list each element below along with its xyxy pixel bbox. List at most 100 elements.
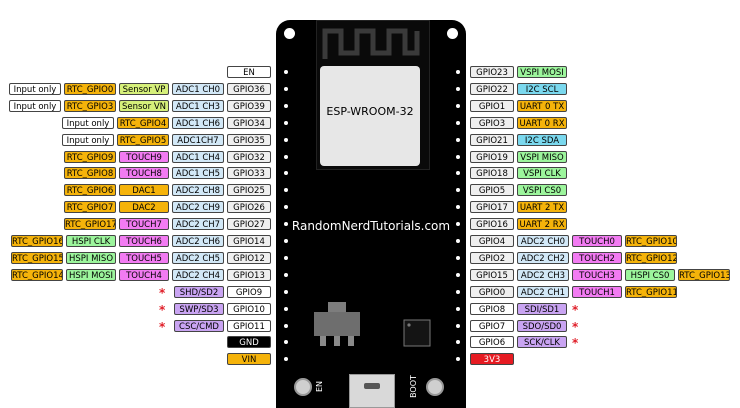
right-pin-label-2-1: UART 0 TX (517, 99, 567, 112)
pin-dot (456, 239, 460, 243)
left-pin-label-3-1: RTC_GPIO4 (117, 116, 169, 129)
left-pin-label-7-2: ADC2 CH8 (172, 184, 224, 197)
right-pin-label-15-0: GPIO7 (470, 319, 514, 332)
right-pin-label-12-3: HSPI CS0 (625, 268, 675, 281)
left-pin-label-9-0: RTC_GPIO17 (64, 218, 116, 231)
warning-star-icon: * (572, 302, 579, 317)
right-pin-label-6-1: VSPI CLK (517, 167, 567, 180)
left-pin-label-10-3: ADC2 CH6 (172, 235, 224, 247)
right-pin-label-3-0: GPIO3 (470, 116, 514, 129)
left-pin-label-8-1: DAC2 (119, 201, 169, 214)
pin-dot (456, 222, 460, 227)
left-pin-label-3-3: GPIO34 (227, 116, 271, 129)
left-pin-label-1-4: GPIO36 (227, 82, 271, 95)
warning-star-icon: * (159, 302, 166, 317)
module-name: ESP-WROOM-32 (326, 105, 414, 118)
pin-dot (456, 272, 460, 277)
en-button-icon[interactable] (294, 378, 312, 396)
warning-star-icon: * (572, 319, 579, 334)
mounting-hole-top-left (284, 28, 295, 39)
right-pin-label-15-1: SDO/SD0 (517, 319, 567, 332)
boot-button-label: BOOT (408, 375, 418, 398)
left-pin-label-2-0: Input only (9, 99, 61, 112)
left-pin-label-11-0: RTC_GPIO15 (11, 251, 63, 264)
pin-dot (284, 154, 288, 159)
left-pin-label-2-1: RTC_GPIO3 (64, 99, 116, 112)
pin-dot (284, 205, 288, 210)
right-pin-label-8-1: UART 2 TX (517, 201, 567, 214)
left-pin-label-15-0: CSC/CMD (174, 319, 224, 332)
right-pin-label-2-0: GPIO1 (470, 99, 514, 112)
right-pin-label-16-0: GPIO6 (470, 336, 514, 349)
pin-dot (456, 205, 460, 210)
right-pin-label-11-2: TOUCH2 (572, 251, 622, 264)
pin-dot (284, 289, 288, 294)
usb-port-icon (349, 374, 395, 408)
pin-dot (456, 188, 460, 193)
usb-chip-icon (403, 319, 431, 347)
right-pin-label-12-0: GPIO15 (470, 268, 514, 281)
left-pin-label-4-3: GPIO35 (227, 133, 271, 146)
right-pin-label-5-0: GPIO19 (470, 150, 514, 163)
right-pin-label-9-0: GPIO16 (470, 218, 514, 231)
pin-dot (284, 357, 288, 362)
right-pin-label-5-1: VSPI MISO (517, 150, 567, 163)
pin-dot (284, 137, 288, 142)
left-pin-label-0-0: EN (227, 66, 271, 78)
right-pin-label-10-0: GPIO4 (470, 235, 514, 247)
left-pin-label-9-1: TOUCH7 (119, 218, 169, 231)
left-pin-label-11-2: TOUCH5 (119, 251, 169, 264)
pin-dot (456, 103, 460, 108)
left-pin-label-12-3: ADC2 CH4 (172, 268, 224, 281)
right-pin-label-1-0: GPIO22 (470, 82, 514, 95)
right-pin-label-1-1: I2C SCL (517, 82, 567, 95)
pin-dot (456, 289, 460, 294)
left-pin-label-5-3: GPIO32 (227, 150, 271, 163)
website-label: RandomNerdTutorials.com (291, 219, 451, 233)
right-pin-label-13-0: GPIO0 (470, 285, 514, 298)
pin-dot (284, 188, 288, 193)
right-pin-label-10-3: RTC_GPIO10 (625, 235, 677, 247)
left-pin-label-4-0: Input only (62, 133, 114, 146)
boot-button-icon[interactable] (426, 378, 444, 396)
pin-dot (456, 323, 460, 328)
right-pin-label-12-1: ADC2 CH3 (517, 268, 569, 281)
pin-dot (456, 171, 460, 176)
en-button-label: EN (315, 380, 325, 393)
left-pin-label-2-2: Sensor VN (119, 99, 169, 112)
right-pin-label-13-1: ADC2 CH1 (517, 285, 569, 298)
right-pin-label-14-1: SDI/SD1 (517, 302, 567, 315)
voltage-regulator-icon (314, 302, 360, 346)
right-pin-label-10-2: TOUCH0 (572, 235, 622, 247)
left-pin-label-5-2: ADC1 CH4 (172, 150, 224, 163)
pin-dot (284, 86, 288, 91)
pin-dot (284, 323, 288, 328)
right-pin-label-0-0: GPIO23 (470, 66, 514, 78)
warning-star-icon: * (159, 285, 166, 300)
mounting-hole-top-right (447, 28, 458, 39)
left-pin-label-8-0: RTC_GPIO7 (64, 201, 116, 214)
left-pin-label-5-1: TOUCH9 (119, 150, 169, 163)
left-pin-label-7-3: GPIO25 (227, 184, 271, 197)
left-pin-label-5-0: RTC_GPIO9 (64, 150, 116, 163)
left-pin-label-2-4: GPIO39 (227, 99, 271, 112)
right-pin-label-11-0: GPIO2 (470, 251, 514, 264)
right-pin-label-3-1: UART 0 RX (517, 116, 567, 129)
right-pin-label-7-1: VSPI CS0 (517, 184, 567, 197)
left-pin-label-12-2: TOUCH4 (119, 268, 169, 281)
left-pin-label-9-2: ADC2 CH7 (172, 218, 224, 231)
right-pin-label-13-2: TOUCH1 (572, 285, 622, 298)
right-pin-label-14-0: GPIO8 (470, 302, 514, 315)
right-pin-label-12-2: TOUCH3 (572, 268, 622, 281)
warning-star-icon: * (159, 319, 166, 334)
pin-dot (456, 137, 460, 142)
left-pin-label-9-3: GPIO27 (227, 218, 271, 231)
module-shield (320, 66, 420, 166)
pin-dot (456, 340, 460, 345)
pin-dot (284, 340, 288, 345)
left-pin-label-10-2: TOUCH6 (119, 235, 169, 247)
warning-star-icon: * (572, 336, 579, 351)
left-pin-label-2-3: ADC1 CH3 (172, 99, 224, 112)
pin-dot (284, 255, 288, 260)
left-pin-label-12-1: HSPI MOSI (66, 268, 116, 281)
